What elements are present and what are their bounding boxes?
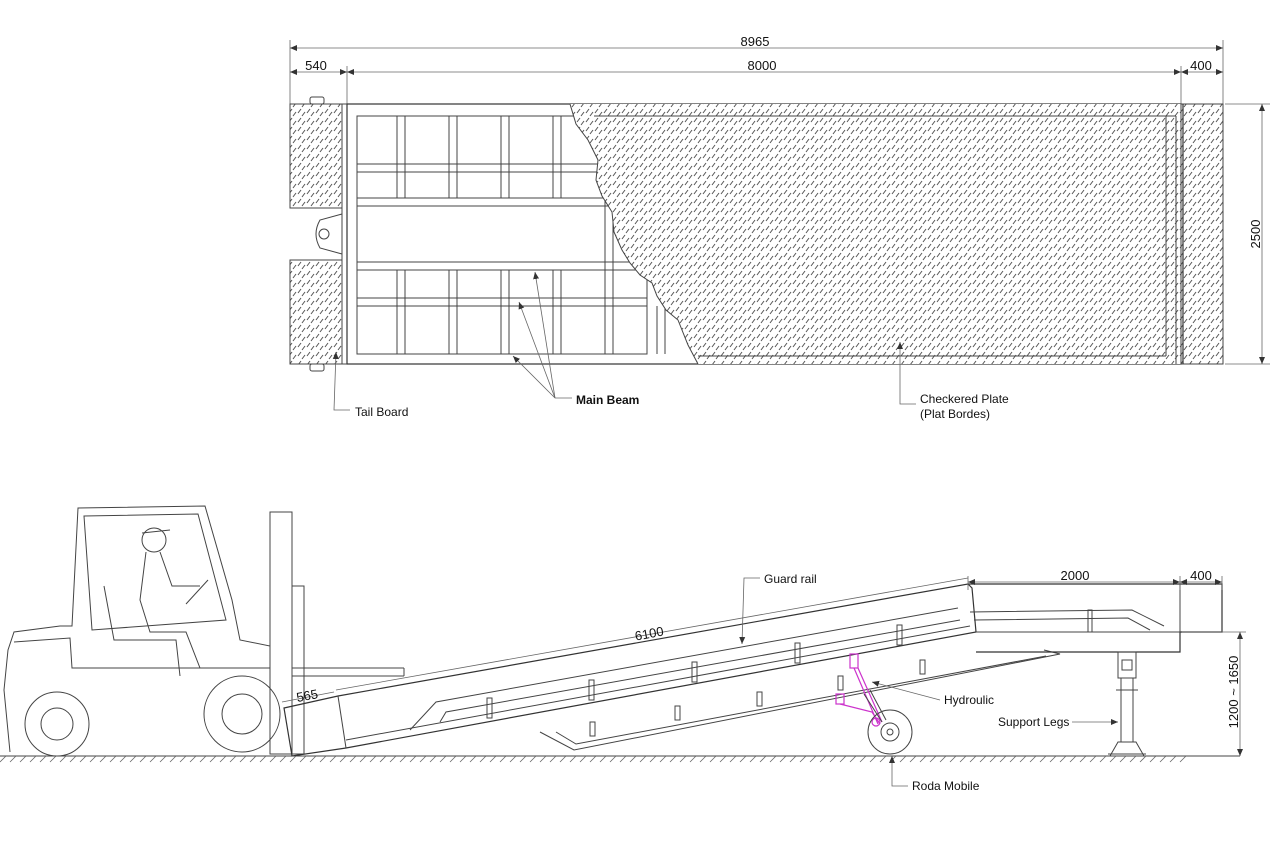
top-view: 8965 540 8000 400 2500	[289, 34, 1270, 421]
dim-width: 2500	[1248, 220, 1263, 249]
label-wheel: Roda Mobile	[912, 779, 980, 793]
platform-side	[968, 583, 1223, 757]
ramp-frame-top	[341, 103, 1182, 365]
dim-tail-board: 540	[305, 58, 327, 73]
label-guard-rail: Guard rail	[764, 572, 817, 586]
mobile-wheel	[863, 689, 913, 755]
side-view: 2000 400 6100 565 1200 ~ 1650 Guard rail…	[0, 505, 1246, 793]
forklift	[3, 505, 405, 757]
label-checkered-plate: Checkered Plate	[920, 392, 1009, 406]
label-hydraulic: Hydroulic	[944, 693, 994, 707]
label-tail-board: Tail Board	[355, 405, 408, 419]
checkered-plate	[570, 104, 1181, 364]
label-checkered-plate-sub: (Plat Bordes)	[920, 407, 990, 421]
platform-end-top	[1180, 103, 1224, 365]
ramp-side	[283, 583, 1061, 757]
label-main-beam: Main Beam	[576, 393, 639, 407]
dim-platform-length: 2000	[1061, 568, 1090, 583]
dim-ramp-length: 6100	[634, 624, 665, 644]
dim-height-range: 1200 ~ 1650	[1226, 656, 1241, 729]
dim-lip: 565	[295, 686, 319, 705]
dim-ramp: 8000	[748, 58, 777, 73]
tail-board	[289, 96, 343, 372]
dimension-lines-top	[289, 40, 1270, 365]
leaders-side	[739, 577, 1118, 787]
ground	[0, 755, 1240, 763]
dim-platform: 400	[1190, 58, 1212, 73]
label-support-legs: Support Legs	[998, 715, 1069, 729]
dim-end: 400	[1190, 568, 1212, 583]
dim-overall: 8965	[741, 34, 770, 49]
leaders-top	[332, 271, 916, 411]
dimension-lines-side	[281, 576, 1246, 756]
